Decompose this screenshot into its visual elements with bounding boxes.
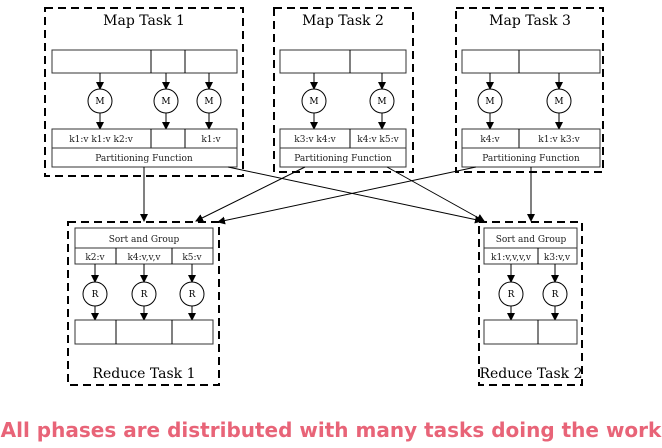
input-split-row [461,49,601,74]
partitioning-function-label: Partitioning Function [482,154,580,164]
map-node-label: M [485,97,494,107]
reduce-task-2-title: Reduce Task 2 [479,366,582,382]
key-group: k3:v,v [544,253,571,263]
shuffle-arrows [140,166,535,225]
sort-and-group-label: Sort and Group [109,235,180,245]
input-split-row [279,49,407,74]
map-task-3-title: Map Task 3 [489,13,571,29]
map-node-label: M [377,97,386,107]
map-task-1-title: Map Task 1 [103,13,185,29]
map-task-1-border [44,7,244,177]
partitioning-function [279,147,407,168]
map-task-3: Map Task 3 M M k4:v k1:v k3:v Partitioni… [455,7,604,173]
map-task-2-title: Map Task 2 [302,13,384,29]
reduce-node-label: R [141,290,148,300]
output-row [74,319,214,345]
map-node-label: M [309,97,318,107]
reduce-node-label: R [552,290,559,300]
map-task-3-border [455,7,604,173]
map-output: k1:v k1:v k2:v [69,135,134,145]
reduce-task-1-title: Reduce Task 1 [92,366,195,382]
reduce-node-label: R [189,290,196,300]
map-output: k1:v [201,135,221,145]
reduce-node-label: R [508,290,515,300]
reduce-task-1: Sort and Group k2:v k4:v,v,v k5:v R R R … [67,221,220,386]
map-node-label: M [95,97,104,107]
key-group: k4:v,v,v [127,253,161,263]
key-group: k2:v [85,253,105,263]
caption: All phases are distributed with many tas… [0,418,662,442]
map-output: k4:v [480,135,500,145]
map-task-1: Map Task 1 M M M k1:v k1:v k2:v k1:v Par… [44,7,244,177]
reduce-task-1-border [67,221,220,386]
map-node-label: M [161,97,170,107]
input-split-row [51,49,238,74]
shuffle-arrow [195,166,306,222]
map-task-2-border [273,7,414,173]
map-node-label: M [554,97,563,107]
shuffle-arrow [217,166,477,225]
key-group: k5:v [182,253,202,263]
output-row [483,319,578,345]
map-output: k4:v k5:v [357,135,399,145]
reduce-node-label: R [92,290,99,300]
partitioning-function-label: Partitioning Function [294,154,392,164]
map-node-label: M [204,97,213,107]
map-output: k1:v k3:v [538,135,580,145]
shuffle-arrow [227,166,483,224]
shuffle-arrow [386,166,485,222]
sort-and-group-label: Sort and Group [496,235,567,245]
key-group: k1:v,v,v,v [491,253,532,263]
map-output: k3:v k4:v [294,135,336,145]
reduce-task-2-border [478,221,583,386]
partitioning-function-label: Partitioning Function [95,154,193,164]
map-task-2: Map Task 2 M M k3:v k4:v k4:v k5:v Parti… [273,7,414,173]
reduce-task-2: Sort and Group k1:v,v,v,v k3:v,v R R Red… [478,221,583,386]
